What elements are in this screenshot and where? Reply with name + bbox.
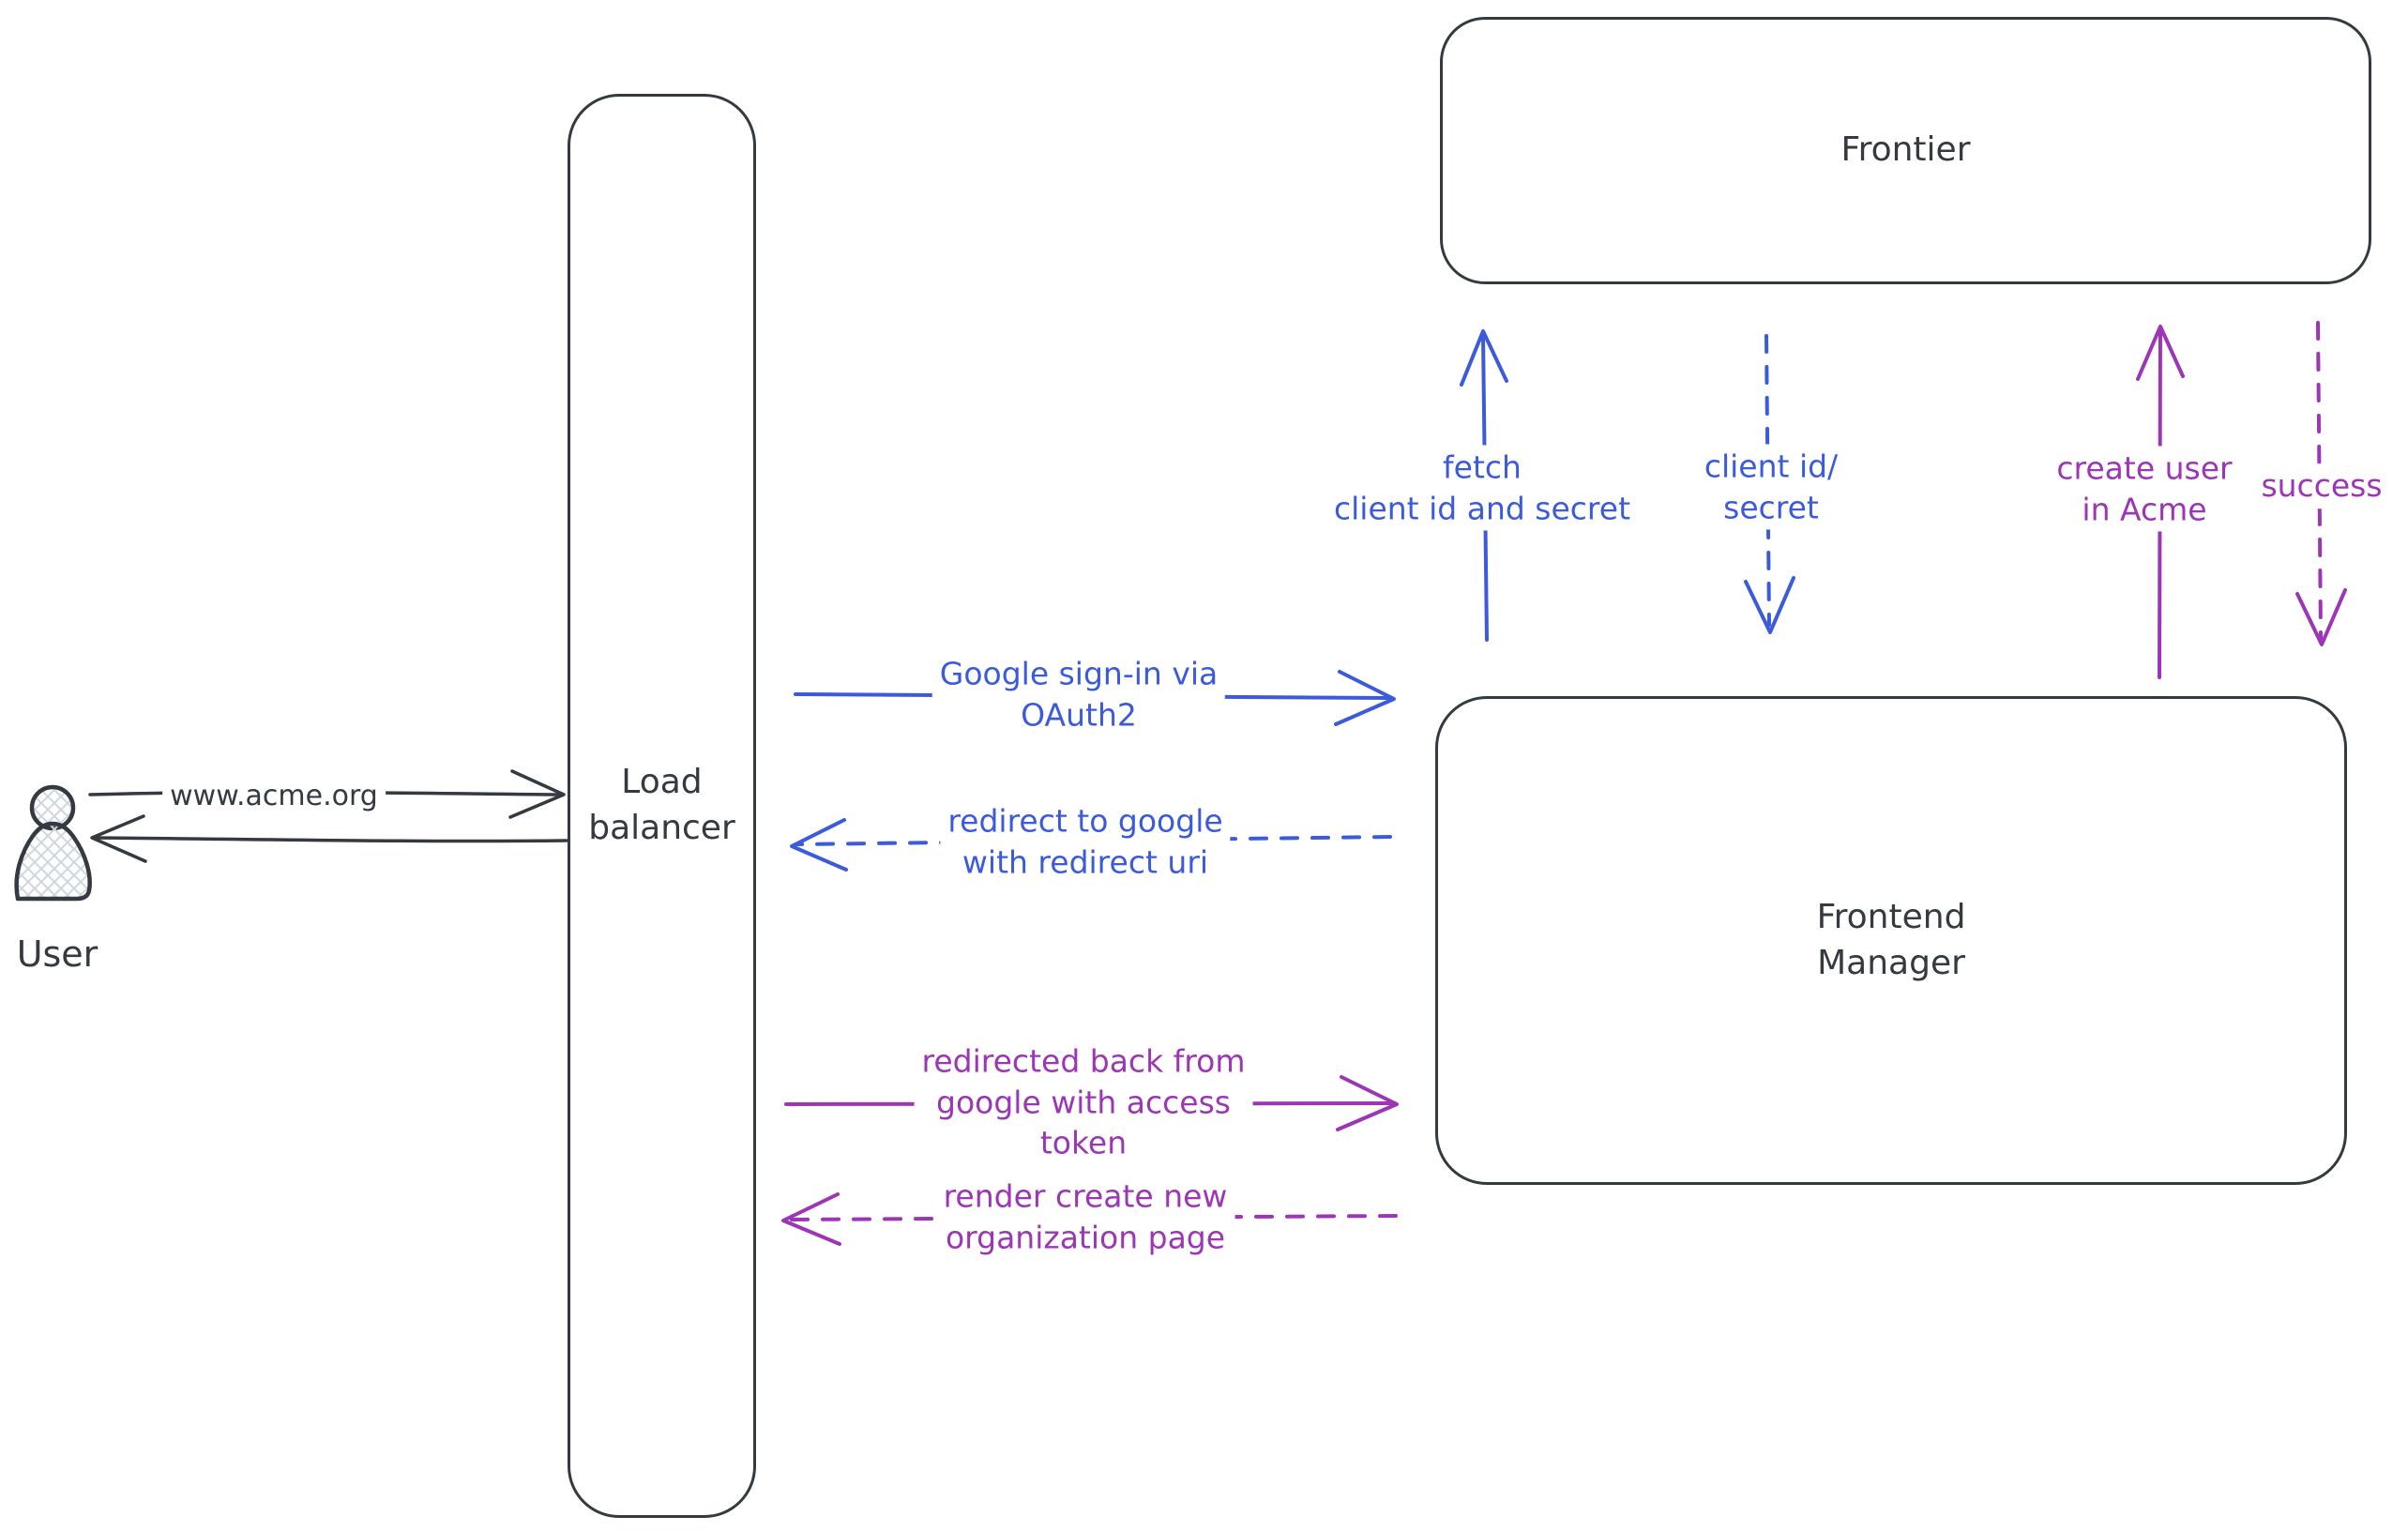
user-body bbox=[14, 821, 92, 902]
edge-lb-to-user-line bbox=[92, 836, 568, 843]
edge-create-user-arrowhead bbox=[2136, 325, 2185, 381]
node-frontend-manager: Frontend Manager bbox=[1435, 696, 2347, 1185]
edge-client-id-secret-arrowhead bbox=[1744, 576, 1795, 634]
node-frontend-manager-label: Frontend Manager bbox=[1816, 897, 1966, 982]
user-label: User bbox=[16, 933, 98, 975]
edge-redirected-back-arrowhead bbox=[1336, 1075, 1399, 1131]
edge-google-signin-arrowhead bbox=[1334, 670, 1396, 726]
edge-label-render-page: render create new organization page bbox=[935, 1174, 1235, 1260]
edge-label-fetch-secret: fetch client id and secret bbox=[1325, 445, 1639, 531]
edge-redirect-google-line bbox=[795, 835, 1392, 846]
edge-lb-to-user-arrowhead bbox=[90, 814, 147, 863]
edge-redirect-google-arrowhead bbox=[790, 818, 848, 872]
edge-success-arrowhead bbox=[2295, 588, 2347, 646]
edge-label-redirected-back: redirected back from google with access … bbox=[914, 1039, 1253, 1166]
node-load-balancer-label: Load balancer bbox=[588, 763, 735, 847]
edge-label-client-id-secret: client id/ secret bbox=[1696, 444, 1846, 530]
edge-fetch-secret-arrowhead bbox=[1460, 329, 1508, 387]
edge-label-google-signin: Google sign-in via OAuth2 bbox=[931, 651, 1226, 737]
edge-label-www-acme-org: www.acme.org bbox=[162, 776, 386, 817]
edge-render-page-line bbox=[786, 1214, 1398, 1221]
edge-label-success: success bbox=[2253, 463, 2390, 508]
edge-user-to-lb-arrowhead bbox=[508, 769, 566, 819]
user-figure bbox=[14, 784, 92, 902]
edge-client-id-secret-line bbox=[1764, 334, 1771, 627]
node-load-balancer: Load balancer bbox=[568, 94, 756, 1518]
node-frontier: Frontier bbox=[1440, 17, 2371, 284]
edge-label-create-user: create user in Acme bbox=[2049, 446, 2240, 532]
edge-render-page-arrowhead bbox=[781, 1192, 841, 1246]
edge-label-redirect-google: redirect to google with redirect uri bbox=[940, 798, 1231, 885]
node-frontier-label: Frontier bbox=[1840, 130, 1971, 170]
